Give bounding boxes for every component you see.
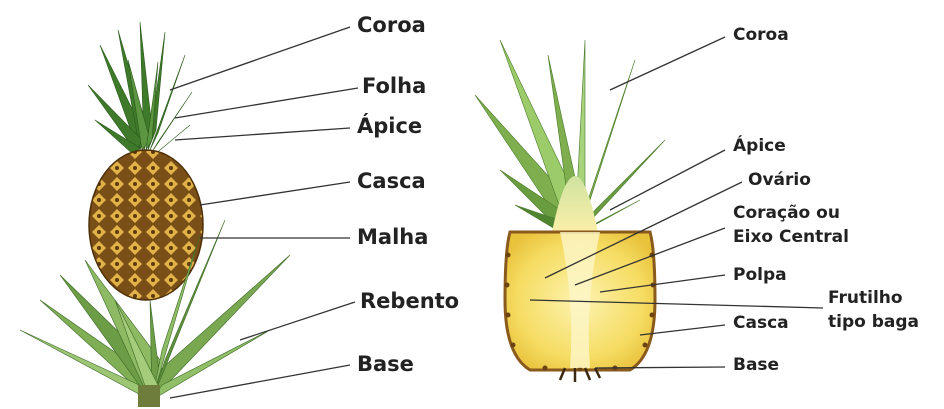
cut-pineapple bbox=[475, 40, 665, 382]
leader-rebento bbox=[240, 302, 355, 340]
label-coroa-right: Coroa bbox=[733, 27, 789, 45]
label-coroa-left: Coroa bbox=[357, 14, 426, 36]
leader-folha bbox=[175, 88, 358, 118]
left-crown bbox=[88, 22, 192, 155]
whole-pineapple bbox=[20, 22, 290, 407]
leader-coroa-right bbox=[610, 37, 725, 90]
left-base-stem bbox=[138, 385, 160, 407]
leader-casca-left bbox=[200, 182, 350, 205]
label-apice-right: Ápice bbox=[733, 138, 786, 156]
label-casca-left: Casca bbox=[357, 170, 426, 192]
label-casca-right: Casca bbox=[733, 315, 789, 333]
leader-lines bbox=[170, 27, 823, 398]
label-folha: Folha bbox=[362, 75, 426, 97]
label-base-left: Base bbox=[357, 353, 414, 375]
label-frutilho-line1: Frutilho bbox=[828, 290, 903, 308]
label-malha: Malha bbox=[357, 226, 428, 248]
leader-apice-left bbox=[175, 128, 350, 140]
label-frutilho-line2: tipo baga bbox=[828, 314, 919, 332]
label-coracao-line2: Eixo Central bbox=[733, 229, 849, 247]
label-ovario: Ovário bbox=[748, 172, 811, 190]
label-apice-left: Ápice bbox=[357, 115, 422, 137]
label-coracao-line1: Coração ou bbox=[733, 205, 840, 223]
leader-coroa-left bbox=[170, 27, 350, 90]
label-rebento: Rebento bbox=[360, 290, 459, 312]
label-base-right: Base bbox=[733, 357, 779, 375]
label-polpa: Polpa bbox=[733, 267, 787, 285]
